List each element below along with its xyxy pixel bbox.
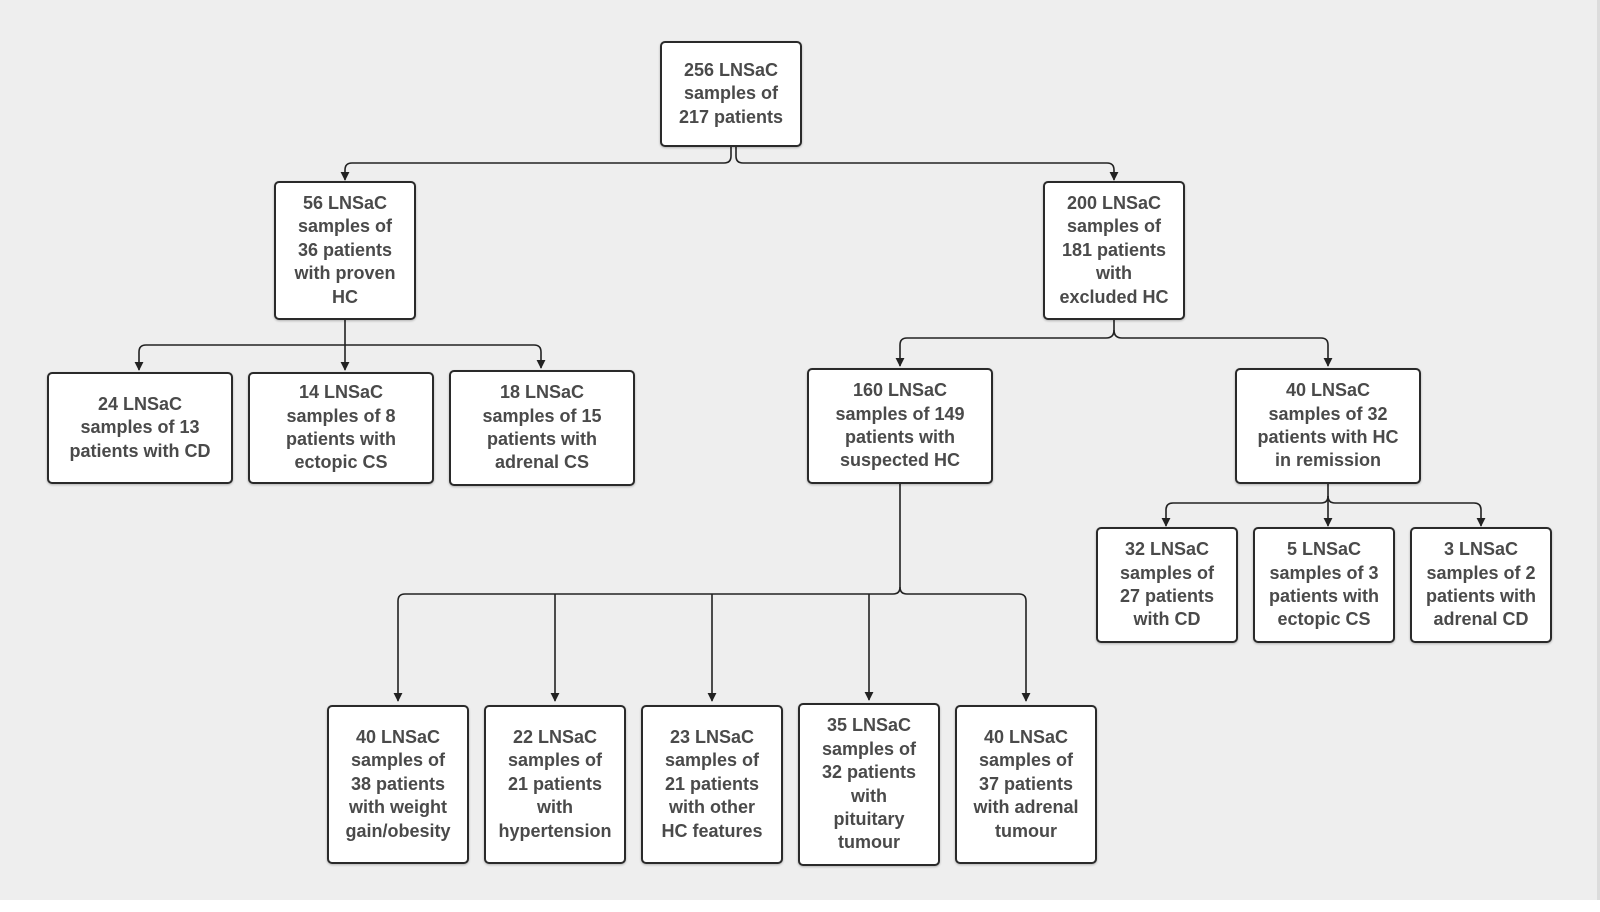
connector-proven-cd: [134, 319, 346, 371]
node-suspected-hc-text: 160 LNSaC samples of 149 patients with s…: [835, 380, 965, 471]
node-excluded-hc: 200 LNSaC samples of 181 patients with e…: [1043, 181, 1185, 320]
node-ectopic-cs-text: 14 LNSaC samples of 8 patients with ecto…: [285, 382, 396, 473]
bottom-strip: [0, 900, 1600, 912]
connector-suspected-weight: [393, 483, 901, 702]
node-cd-text: 24 LNSaC samples of 13 patients with CD: [69, 393, 211, 461]
connector-excluded-remission: [1113, 329, 1333, 367]
connector-root-proven: [340, 145, 732, 181]
node-root: 256 LNSaC samples of 217 patients: [660, 41, 802, 147]
connector-suspected-adrenal-tumour: [899, 586, 1031, 702]
node-pituitary-tumour: 35 LNSaC samples of 32 patients with pit…: [798, 703, 940, 866]
node-adrenal-tumour-text: 40 LNSaC samples of 37 patients with adr…: [973, 726, 1079, 841]
node-remission-ectopic-cs: 5 LNSaC samples of 3 patients with ectop…: [1253, 527, 1395, 643]
node-remission-adrenal-cd: 3 LNSaC samples of 2 patients with adren…: [1410, 527, 1552, 643]
node-remission-cd: 32 LNSaC samples of 27 patients with CD: [1096, 527, 1238, 643]
node-other-features: 23 LNSaC samples of 21 patients with oth…: [641, 705, 783, 864]
node-pituitary-tumour-text: 35 LNSaC samples of 32 patients with pit…: [821, 715, 917, 853]
connector-excluded-suspected: [895, 319, 1115, 367]
node-ectopic-cs: 14 LNSaC samples of 8 patients with ecto…: [248, 372, 434, 484]
node-cd: 24 LNSaC samples of 13 patients with CD: [47, 372, 233, 484]
connector-root-excluded: [735, 145, 1119, 181]
node-suspected-hc: 160 LNSaC samples of 149 patients with s…: [807, 368, 993, 484]
node-remission-cd-text: 32 LNSaC samples of 27 patients with CD: [1119, 539, 1215, 630]
node-other-features-text: 23 LNSaC samples of 21 patients with oth…: [661, 726, 763, 841]
node-adrenal-cs: 18 LNSaC samples of 15 patients with adr…: [449, 370, 635, 486]
connector-remission-adrenal: [1327, 495, 1486, 527]
node-root-text: 256 LNSaC samples of 217 patients: [678, 59, 784, 127]
node-proven-hc: 56 LNSaC samples of 36 patients with pro…: [274, 181, 416, 320]
node-remission-ectopic-cs-text: 5 LNSaC samples of 3 patients with ectop…: [1268, 539, 1379, 630]
node-hc-remission-text: 40 LNSaC samples of 32 patients with HC …: [1257, 380, 1399, 471]
node-weight-gain: 40 LNSaC samples of 38 patients with wei…: [327, 705, 469, 864]
node-hypertension-text: 22 LNSaC samples of 21 patients with hyp…: [498, 726, 612, 841]
node-adrenal-cs-text: 18 LNSaC samples of 15 patients with adr…: [482, 382, 602, 473]
connector-proven-adrenal: [345, 344, 546, 369]
node-hc-remission: 40 LNSaC samples of 32 patients with HC …: [1235, 368, 1421, 484]
node-remission-adrenal-cd-text: 3 LNSaC samples of 2 patients with adren…: [1425, 539, 1536, 630]
node-hypertension: 22 LNSaC samples of 21 patients with hyp…: [484, 705, 626, 864]
node-weight-gain-text: 40 LNSaC samples of 38 patients with wei…: [345, 726, 451, 841]
node-adrenal-tumour: 40 LNSaC samples of 37 patients with adr…: [955, 705, 1097, 864]
node-proven-hc-text: 56 LNSaC samples of 36 patients with pro…: [294, 192, 396, 307]
node-excluded-hc-text: 200 LNSaC samples of 181 patients with e…: [1059, 192, 1169, 307]
connector-remission-cd: [1161, 483, 1329, 527]
